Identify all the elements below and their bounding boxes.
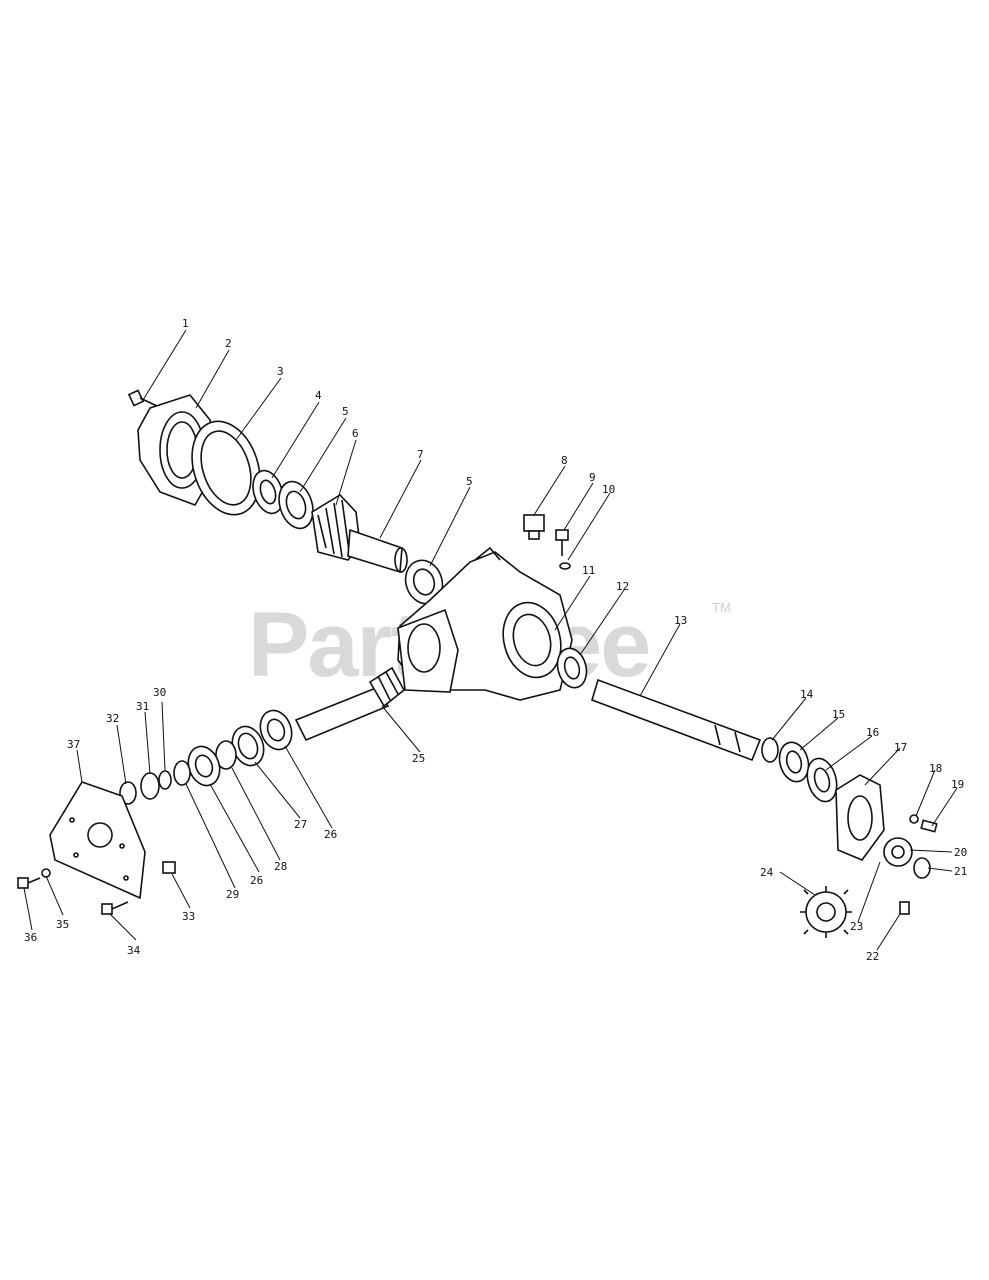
part-mounting-plate-37: [49, 781, 146, 900]
part-bearing-5: [404, 559, 444, 605]
callout-15: 15: [832, 708, 845, 721]
part-clip-21: [913, 857, 931, 879]
callout-2: 2: [225, 337, 232, 350]
callout-30: 30: [153, 686, 166, 699]
part-seal-15: [778, 741, 810, 783]
part-seal-4: [252, 469, 284, 515]
part-pinion-shaft-25: [294, 666, 406, 742]
callout-3: 3: [277, 365, 284, 378]
part-seal-12: [556, 647, 588, 689]
callout-16: 16: [866, 726, 879, 739]
part-bearing-26a: [259, 709, 293, 751]
callout-24: 24: [760, 866, 774, 879]
callout-35: 35: [56, 918, 69, 931]
callout-33: 33: [182, 910, 195, 923]
part-sprocket-24: [800, 886, 852, 938]
callout-6: 6: [352, 427, 359, 440]
callout-8: 8: [561, 454, 568, 467]
callout-18: 18: [929, 762, 942, 775]
callout-26b: 26: [250, 874, 263, 887]
part-washer-35: [41, 868, 51, 878]
callout-9: 9: [589, 471, 596, 484]
callout-7: 7: [417, 448, 424, 461]
callout-17: 17: [894, 741, 907, 754]
part-bevel-gear-5: [311, 493, 361, 561]
part-bolt-1: [127, 389, 158, 407]
part-oring-32: [119, 781, 137, 805]
callout-29: 29: [226, 888, 239, 901]
callout-22: 22: [866, 950, 879, 963]
callout-5a: 5: [342, 405, 349, 418]
part-bearing-16: [806, 757, 838, 803]
callout-13: 13: [674, 614, 687, 627]
callout-5b: 5: [466, 475, 473, 488]
part-gear-housing: [397, 546, 573, 701]
part-nut-33: [162, 861, 176, 874]
part-bolt-22: [899, 901, 910, 915]
part-plug-8: [523, 514, 545, 540]
callout-25: 25: [412, 752, 425, 765]
callout-36: 36: [24, 931, 37, 944]
callout-1: 1: [182, 317, 189, 330]
callout-19: 19: [951, 778, 964, 791]
callout-34: 34: [127, 944, 141, 957]
part-bolt-36: [17, 877, 41, 889]
part-shaft-7: [347, 528, 408, 574]
part-bolt-18: [909, 814, 919, 824]
callout-14: 14: [800, 688, 814, 701]
callout-11: 11: [582, 564, 595, 577]
callout-12: 12: [616, 580, 629, 593]
part-washer-10: [559, 562, 571, 570]
part-clip-30: [158, 770, 172, 790]
callout-20: 20: [954, 846, 967, 859]
callout-10: 10: [602, 483, 615, 496]
part-seal-31: [140, 772, 160, 800]
part-bolt-34: [101, 901, 129, 915]
part-sprocket-23: [883, 837, 913, 867]
callout-32: 32: [106, 712, 119, 725]
callout-27: 27: [294, 818, 307, 831]
watermark-trademark: TM: [712, 600, 731, 615]
part-washer-29: [173, 760, 191, 786]
part-axle-13: [591, 678, 762, 762]
part-ring-14: [761, 737, 779, 763]
callout-26a: 26: [324, 828, 337, 841]
leader-lines: [23, 329, 958, 951]
part-bearing-6: [278, 480, 314, 530]
part-hub-flange-17: [835, 774, 885, 861]
part-gasket-3: [191, 420, 261, 516]
callout-23: 23: [850, 920, 863, 933]
part-spacer-27: [231, 725, 265, 767]
callout-37: 37: [67, 738, 80, 751]
callout-4: 4: [315, 389, 322, 402]
callout-21: 21: [954, 865, 967, 878]
callout-28: 28: [274, 860, 287, 873]
part-screw-9: [555, 529, 569, 556]
part-bolt-19: [920, 819, 938, 833]
callout-31: 31: [136, 700, 149, 713]
